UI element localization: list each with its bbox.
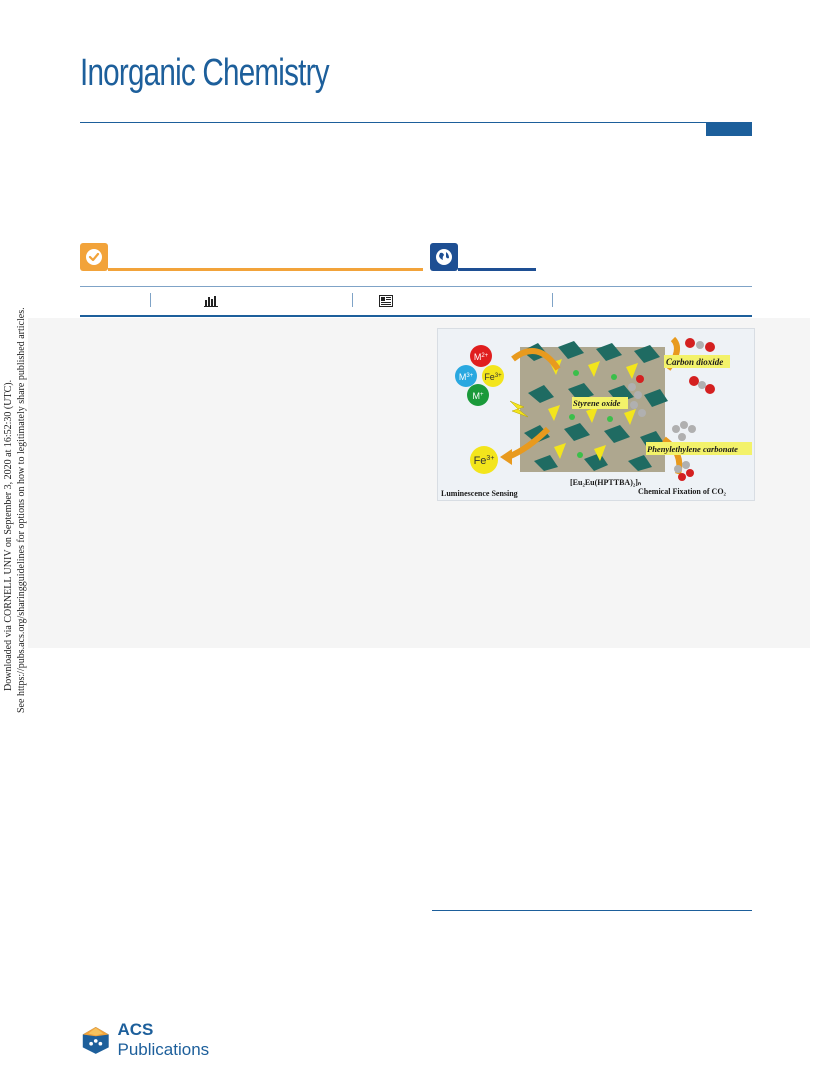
world-access-badge[interactable] — [430, 243, 458, 271]
carbon-dioxide-label: Carbon dioxide — [666, 357, 723, 367]
svg-text:Fe3+: Fe3+ — [484, 372, 502, 382]
metrics-separator — [150, 293, 151, 307]
download-notice-line1: Downloaded via CORNELL UNIV on September… — [3, 379, 14, 691]
arrow-in — [511, 348, 561, 371]
ion-m2 — [470, 345, 492, 367]
co2-molecule — [685, 338, 715, 394]
open-access-rule — [108, 268, 423, 271]
svg-text:M2+: M2+ — [474, 352, 489, 362]
styrene-oxide-label: Styrene oxide — [573, 398, 621, 408]
framework-formula-label: [Eu₂Eu(HPTTBA)₂]ₙ — [570, 478, 641, 487]
svg-text:M+: M+ — [472, 391, 484, 401]
light-bolt — [509, 400, 529, 418]
svg-text:M3+: M3+ — [459, 372, 474, 382]
header-tab — [706, 122, 752, 136]
acs-publications-text: ACS Publications — [117, 1020, 210, 1059]
footnote-rule — [432, 910, 752, 911]
ion-m3 — [455, 365, 477, 387]
header-rule — [80, 122, 752, 123]
ion-m-plus — [467, 384, 489, 406]
carbonate-molecule — [672, 421, 696, 481]
bar-chart-icon[interactable] — [204, 294, 218, 312]
world-access-rule — [458, 268, 536, 271]
article-icon[interactable] — [379, 294, 393, 312]
ion-fe-bottom — [470, 446, 498, 474]
acs-hexagon-icon — [82, 1027, 109, 1054]
journal-title: Inorganic Chemistry — [80, 52, 330, 94]
metrics-separator — [352, 293, 353, 307]
metrics-bar-bottom-rule — [80, 315, 752, 317]
metrics-separator — [552, 293, 553, 307]
check-circle-icon — [86, 249, 102, 265]
globe-icon — [436, 249, 452, 265]
toc-graphic: M2+ M3+ Fe3+ M+ Fe3+ C — [437, 328, 755, 501]
open-access-badge[interactable] — [80, 243, 108, 271]
phenylethylene-carbonate-label: Phenylethylene carbonate — [647, 444, 738, 454]
luminescence-sensing-label: Luminescence Sensing — [441, 489, 518, 498]
ion-fe — [482, 365, 504, 387]
acs-publications-logo[interactable]: ACS Publications — [80, 1020, 240, 1059]
metrics-bar-top-rule — [80, 286, 752, 287]
svg-text:Fe3+: Fe3+ — [474, 455, 495, 467]
chemical-fixation-label: Chemical Fixation of CO₂ — [638, 487, 727, 496]
download-notice-line2[interactable]: See https://pubs.acs.org/sharingguidelin… — [16, 307, 27, 713]
